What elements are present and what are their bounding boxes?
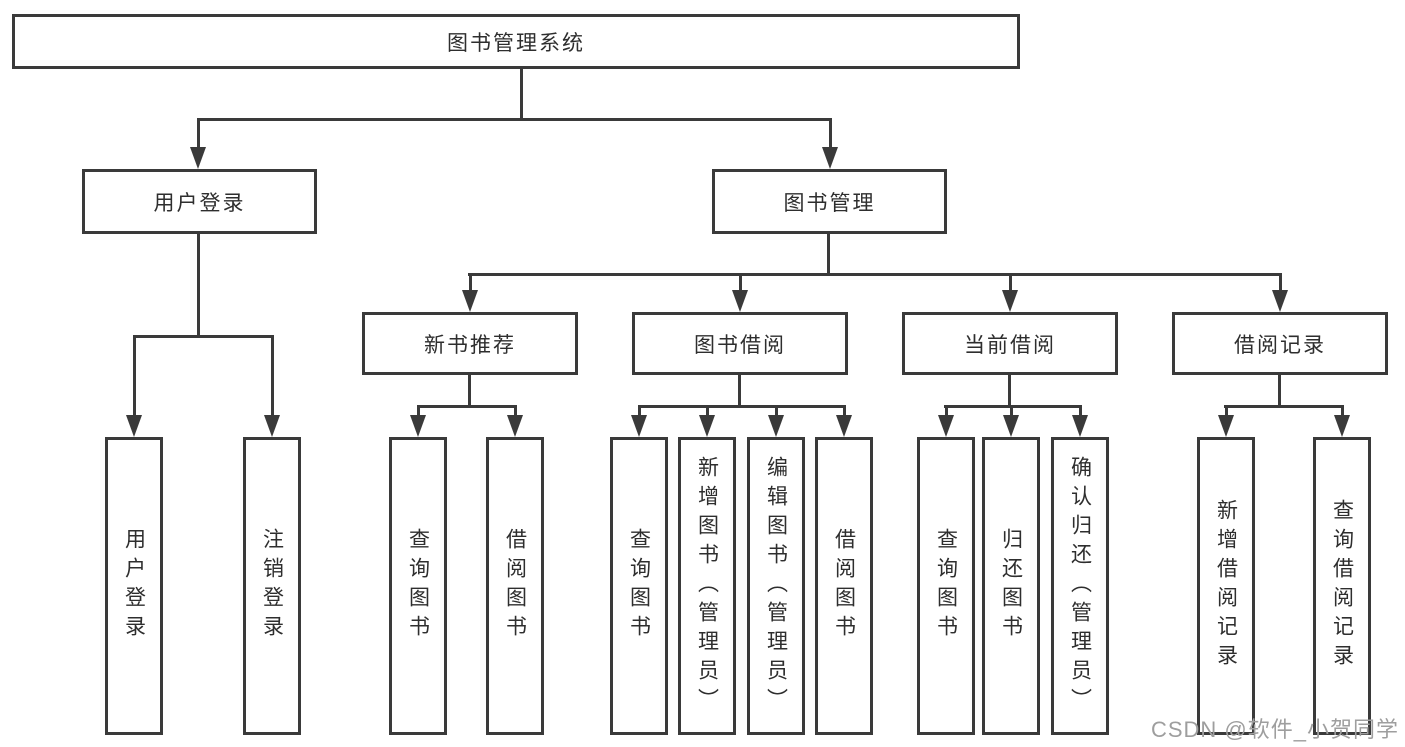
arrow-to-borrow-icon <box>732 273 748 312</box>
edge-records-stub <box>1278 375 1281 405</box>
arrow-current-return-icon <box>1003 405 1019 437</box>
edge-book-mgmt-stub <box>827 234 830 273</box>
arrow-to-new-rec-icon <box>462 273 478 312</box>
arrow-to-leaf-logout-icon <box>264 335 280 437</box>
leaf-label: 查询借阅记录 <box>1330 499 1354 673</box>
leaf-label: 新增借阅记录 <box>1214 499 1238 673</box>
leaf-box-borrow-borrow-books: 借阅图书 <box>815 437 873 735</box>
edge-root-stub <box>520 69 523 118</box>
leaf-label: 确认归还（管理员） <box>1068 455 1092 717</box>
edge-root-rail <box>197 118 831 121</box>
edge-new-rec-rail <box>417 405 517 408</box>
edge-user-login-stub <box>197 234 200 335</box>
box-book-mgmt: 图书管理 <box>712 169 947 234</box>
box-user-login-label: 用户登录 <box>153 191 246 215</box>
arrow-to-book-mgmt-icon <box>822 118 838 169</box>
leaf-label: 新增图书（管理员） <box>695 455 719 717</box>
edge-current-stub <box>1008 375 1011 405</box>
box-current-borrow-label: 当前借阅 <box>964 333 1056 357</box>
edge-new-rec-stub <box>468 375 471 405</box>
arrow-new-rec-borrow-icon <box>507 405 523 437</box>
leaf-label: 归还图书 <box>999 528 1023 644</box>
leaf-box-logout: 注销登录 <box>243 437 301 735</box>
leaf-box-newrec-query-books: 查询图书 <box>389 437 447 735</box>
box-current-borrow: 当前借阅 <box>902 312 1118 375</box>
leaf-box-current-confirm-return-admin: 确认归还（管理员） <box>1051 437 1109 735</box>
leaf-box-borrow-query-books: 查询图书 <box>610 437 668 735</box>
arrow-to-leaf-login-icon <box>126 335 142 437</box>
box-borrow-records: 借阅记录 <box>1172 312 1388 375</box>
box-book-borrow: 图书借阅 <box>632 312 848 375</box>
leaf-box-newrec-borrow-books: 借阅图书 <box>486 437 544 735</box>
arrow-to-user-login-icon <box>190 118 206 169</box>
arrow-to-records-icon <box>1272 273 1288 312</box>
arrow-borrow-query-icon <box>631 405 647 437</box>
arrow-records-query-icon <box>1334 405 1350 437</box>
edge-borrow-stub <box>738 375 741 405</box>
arrow-borrow-edit-icon <box>768 405 784 437</box>
leaf-label: 查询图书 <box>934 528 958 644</box>
arrow-borrow-borrow-icon <box>836 405 852 437</box>
leaf-box-records-query-record: 查询借阅记录 <box>1313 437 1371 735</box>
leaf-label: 用户登录 <box>122 528 146 644</box>
root-box-library-system: 图书管理系统 <box>12 14 1020 69</box>
box-book-borrow-label: 图书借阅 <box>694 333 786 357</box>
arrow-to-current-icon <box>1002 273 1018 312</box>
leaf-label: 编辑图书（管理员） <box>764 455 788 717</box>
leaf-box-current-query-books: 查询图书 <box>917 437 975 735</box>
arrow-borrow-add-icon <box>699 405 715 437</box>
leaf-box-records-add-record: 新增借阅记录 <box>1197 437 1255 735</box>
root-label: 图书管理系统 <box>447 31 585 55</box>
leaf-label: 注销登录 <box>260 528 284 644</box>
leaf-box-borrow-edit-books-admin: 编辑图书（管理员） <box>747 437 805 735</box>
leaf-box-borrow-add-books-admin: 新增图书（管理员） <box>678 437 736 735</box>
arrow-current-confirm-icon <box>1072 405 1088 437</box>
edge-current-rail <box>944 405 1082 408</box>
box-borrow-records-label: 借阅记录 <box>1234 333 1326 357</box>
leaf-box-current-return-books: 归还图书 <box>982 437 1040 735</box>
edge-borrow-rail <box>638 405 846 408</box>
arrow-current-query-icon <box>938 405 954 437</box>
csdn-watermark: CSDN @软件_小贺同学 <box>1150 717 1399 742</box>
leaf-label: 查询图书 <box>627 528 651 644</box>
box-user-login: 用户登录 <box>82 169 317 234</box>
box-new-book-rec-label: 新书推荐 <box>424 333 516 357</box>
edge-book-mgmt-rail <box>468 273 1281 276</box>
leaf-label: 借阅图书 <box>832 528 856 644</box>
box-new-book-rec: 新书推荐 <box>362 312 578 375</box>
edge-user-login-rail <box>133 335 273 338</box>
arrow-records-add-icon <box>1218 405 1234 437</box>
leaf-label: 借阅图书 <box>503 528 527 644</box>
arrow-new-rec-query-icon <box>410 405 426 437</box>
leaf-label: 查询图书 <box>406 528 430 644</box>
edge-records-rail <box>1224 405 1344 408</box>
leaf-box-user-login: 用户登录 <box>105 437 163 735</box>
box-book-mgmt-label: 图书管理 <box>783 191 876 215</box>
